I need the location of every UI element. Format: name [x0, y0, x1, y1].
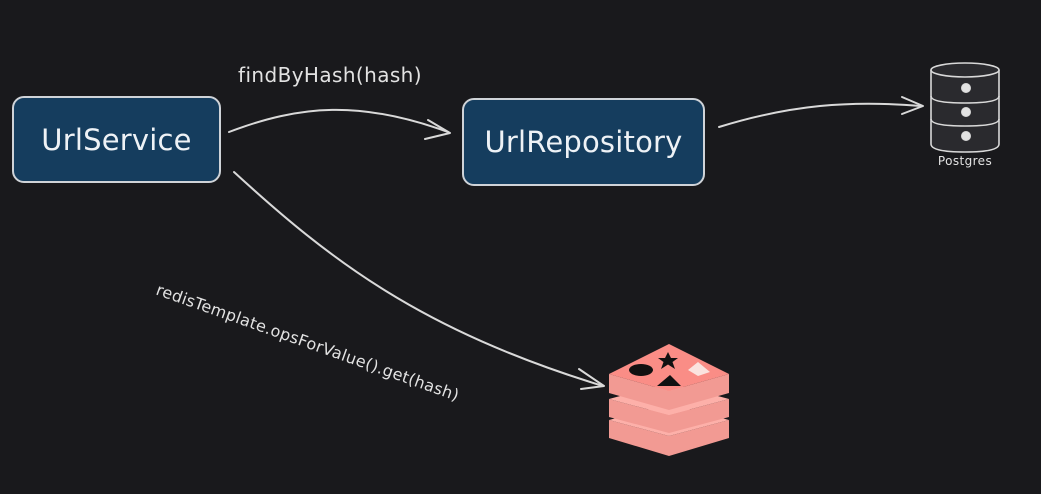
- redis-top-shapes: [629, 352, 710, 386]
- urlservice-node[interactable]: UrlService: [12, 96, 221, 183]
- arrow-repository-to-postgres: [718, 102, 922, 128]
- find-by-hash-label: findByHash(hash): [238, 63, 422, 87]
- arrowhead-service-to-repository: [424, 119, 451, 140]
- arrow-service-to-repository: [228, 108, 449, 133]
- arrowhead-service-to-redis: [578, 368, 605, 390]
- arrow-service-to-redis: [233, 171, 604, 387]
- urlservice-label: UrlService: [41, 122, 192, 157]
- urlrepository-node[interactable]: UrlRepository: [462, 98, 705, 186]
- urlrepository-label: UrlRepository: [484, 125, 683, 159]
- arrowhead-repository-to-postgres: [901, 96, 924, 115]
- redis-layer-top: [609, 344, 729, 410]
- postgres-label: Postgres: [937, 154, 993, 168]
